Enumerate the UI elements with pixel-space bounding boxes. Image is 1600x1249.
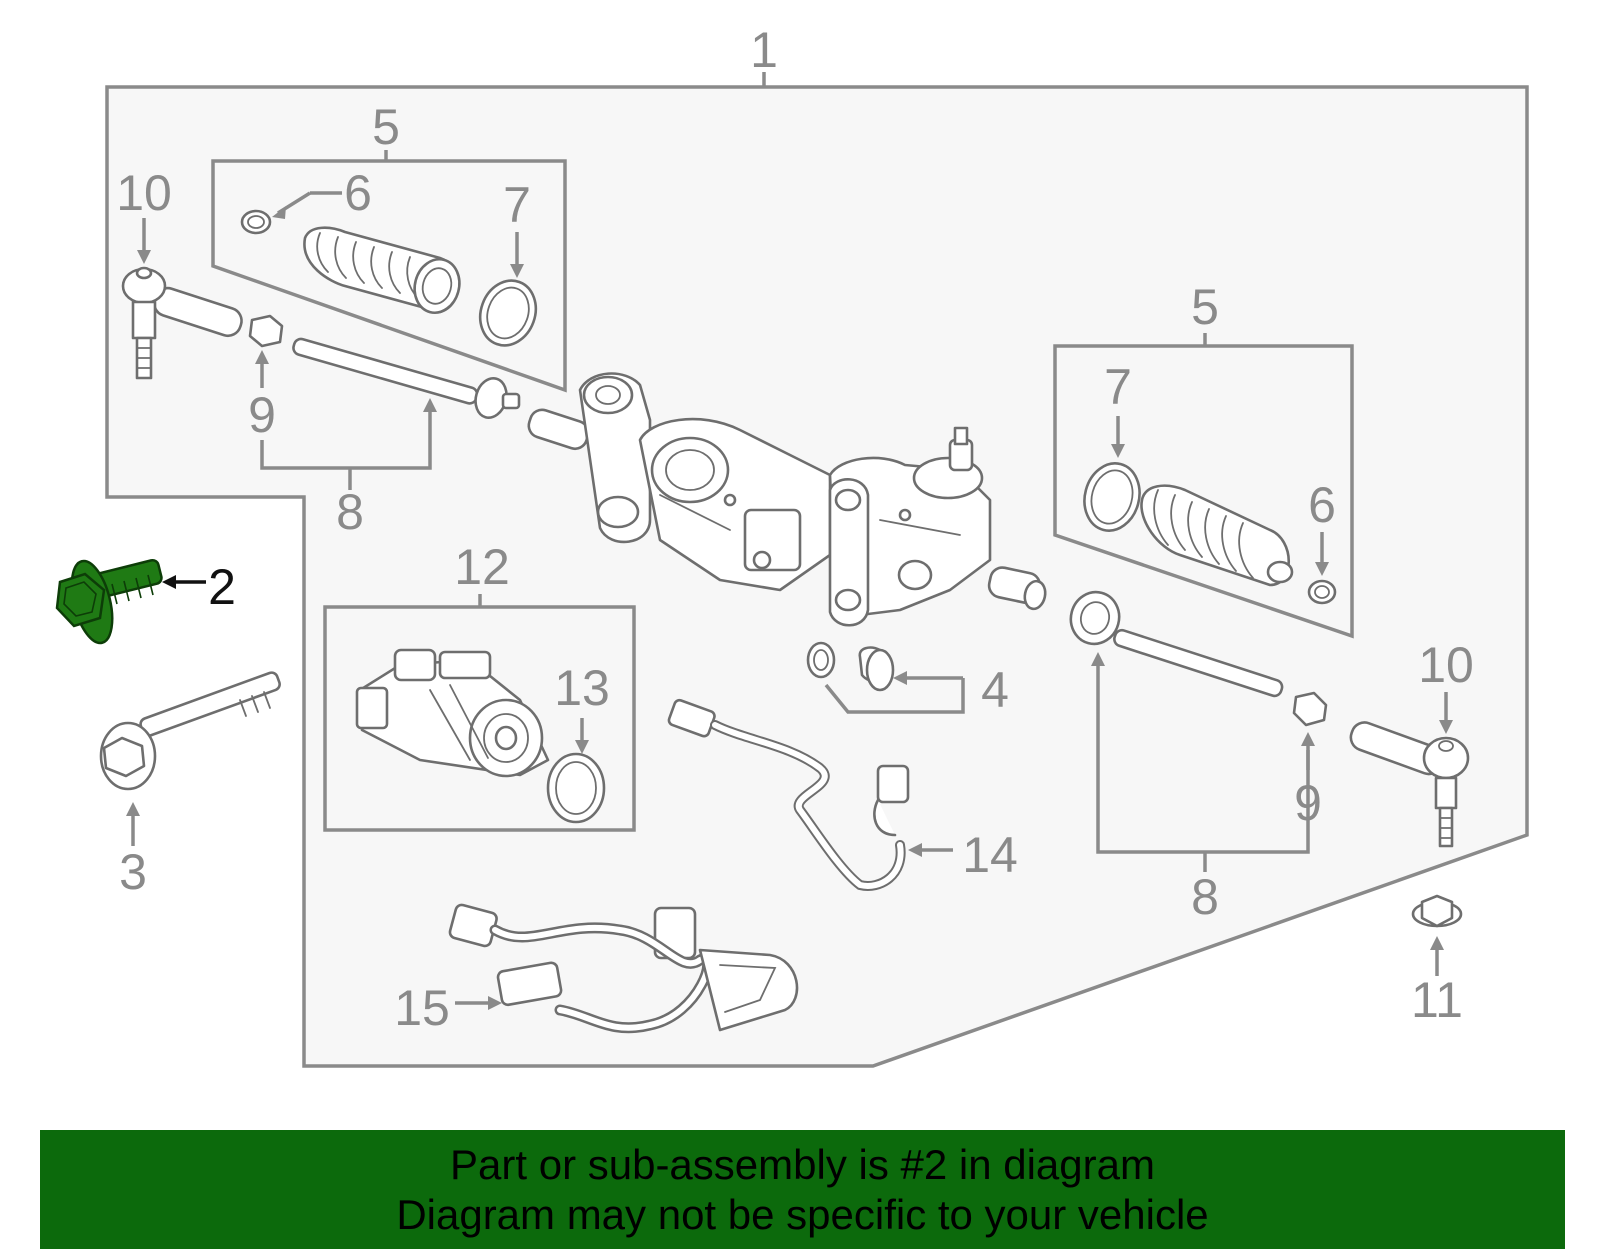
arrow-8-left [423, 398, 437, 412]
tie-rod-end-right [1349, 721, 1470, 848]
arrow-2 [162, 575, 176, 589]
arrow-9-left [255, 350, 269, 364]
inner-tie-rod-right [1069, 590, 1284, 698]
bracket-4 [824, 678, 965, 714]
seals [806, 641, 895, 692]
callout-7-left: 7 [503, 177, 531, 233]
callout-13: 13 [554, 660, 610, 716]
bracket-8-right [1096, 662, 1310, 854]
callout-7-right: 7 [1104, 359, 1132, 415]
subassembly-box-5-right [1053, 344, 1354, 639]
arrow-14 [908, 843, 922, 857]
nut-right [1292, 691, 1328, 727]
callout-14: 14 [962, 827, 1018, 883]
nut-left [248, 314, 284, 348]
arrow-4 [893, 671, 907, 685]
callout-4: 4 [981, 662, 1009, 718]
clamp-left [240, 209, 272, 235]
callout-11: 11 [1411, 972, 1463, 1028]
callout-10-right: 10 [1418, 637, 1474, 693]
callout-9-left: 9 [248, 387, 276, 443]
motor-seal [546, 752, 606, 824]
wiring-harness-15 [448, 903, 799, 1034]
arrow-6-right [1315, 562, 1329, 576]
bolt-3 [99, 671, 281, 791]
arrow-3 [126, 802, 140, 816]
arrow-6-left [272, 206, 286, 219]
callout-1: 1 [750, 22, 778, 78]
arrow-8-right [1091, 652, 1105, 666]
flange-nut [1411, 894, 1463, 928]
callout-10-left: 10 [116, 165, 172, 221]
banner-line-1: Part or sub-assembly is #2 in diagram [450, 1140, 1155, 1188]
arrow-15 [488, 996, 502, 1010]
callout-5-left: 5 [372, 99, 400, 155]
callout-6-right: 6 [1308, 477, 1336, 533]
arrow-10-left [137, 250, 151, 264]
callout-8-right: 8 [1191, 869, 1219, 925]
info-banner: Part or sub-assembly is #2 in diagram Di… [40, 1130, 1565, 1249]
arrow-13 [575, 740, 589, 754]
highlighted-bolt [55, 558, 163, 645]
callout-12: 12 [454, 539, 510, 595]
ring-right [1083, 462, 1141, 532]
wiring-harness-14 [667, 698, 910, 891]
callout-3: 3 [119, 844, 147, 900]
callout-9-right: 9 [1294, 775, 1322, 831]
tie-rod-end-left [121, 266, 243, 380]
callout-8-left: 8 [336, 484, 364, 540]
arrow-7-left [510, 264, 524, 278]
motor-assembly [355, 648, 550, 778]
arrow-11 [1430, 936, 1444, 950]
info-banner-background [40, 1130, 1565, 1249]
arrow-7-right [1111, 444, 1125, 458]
inner-tie-rod-left [292, 337, 521, 419]
clamp-right [1307, 579, 1337, 605]
assembly-outline [105, 85, 1529, 1068]
arrow-9-right [1301, 732, 1315, 746]
banner-line-2: Diagram may not be specific to your vehi… [396, 1190, 1209, 1238]
steering-gear-housing [527, 372, 1047, 627]
boot-right [1140, 484, 1294, 587]
arrow-10-right [1439, 720, 1453, 734]
callout-6-left: 6 [344, 165, 372, 221]
subassembly-box-5-left [211, 159, 567, 393]
bracket-8-left [260, 410, 432, 470]
callout-5-right: 5 [1191, 279, 1219, 335]
callout-2: 2 [208, 559, 236, 615]
callout-15: 15 [394, 980, 450, 1036]
boot-left [303, 226, 461, 314]
ring-left [478, 279, 538, 347]
